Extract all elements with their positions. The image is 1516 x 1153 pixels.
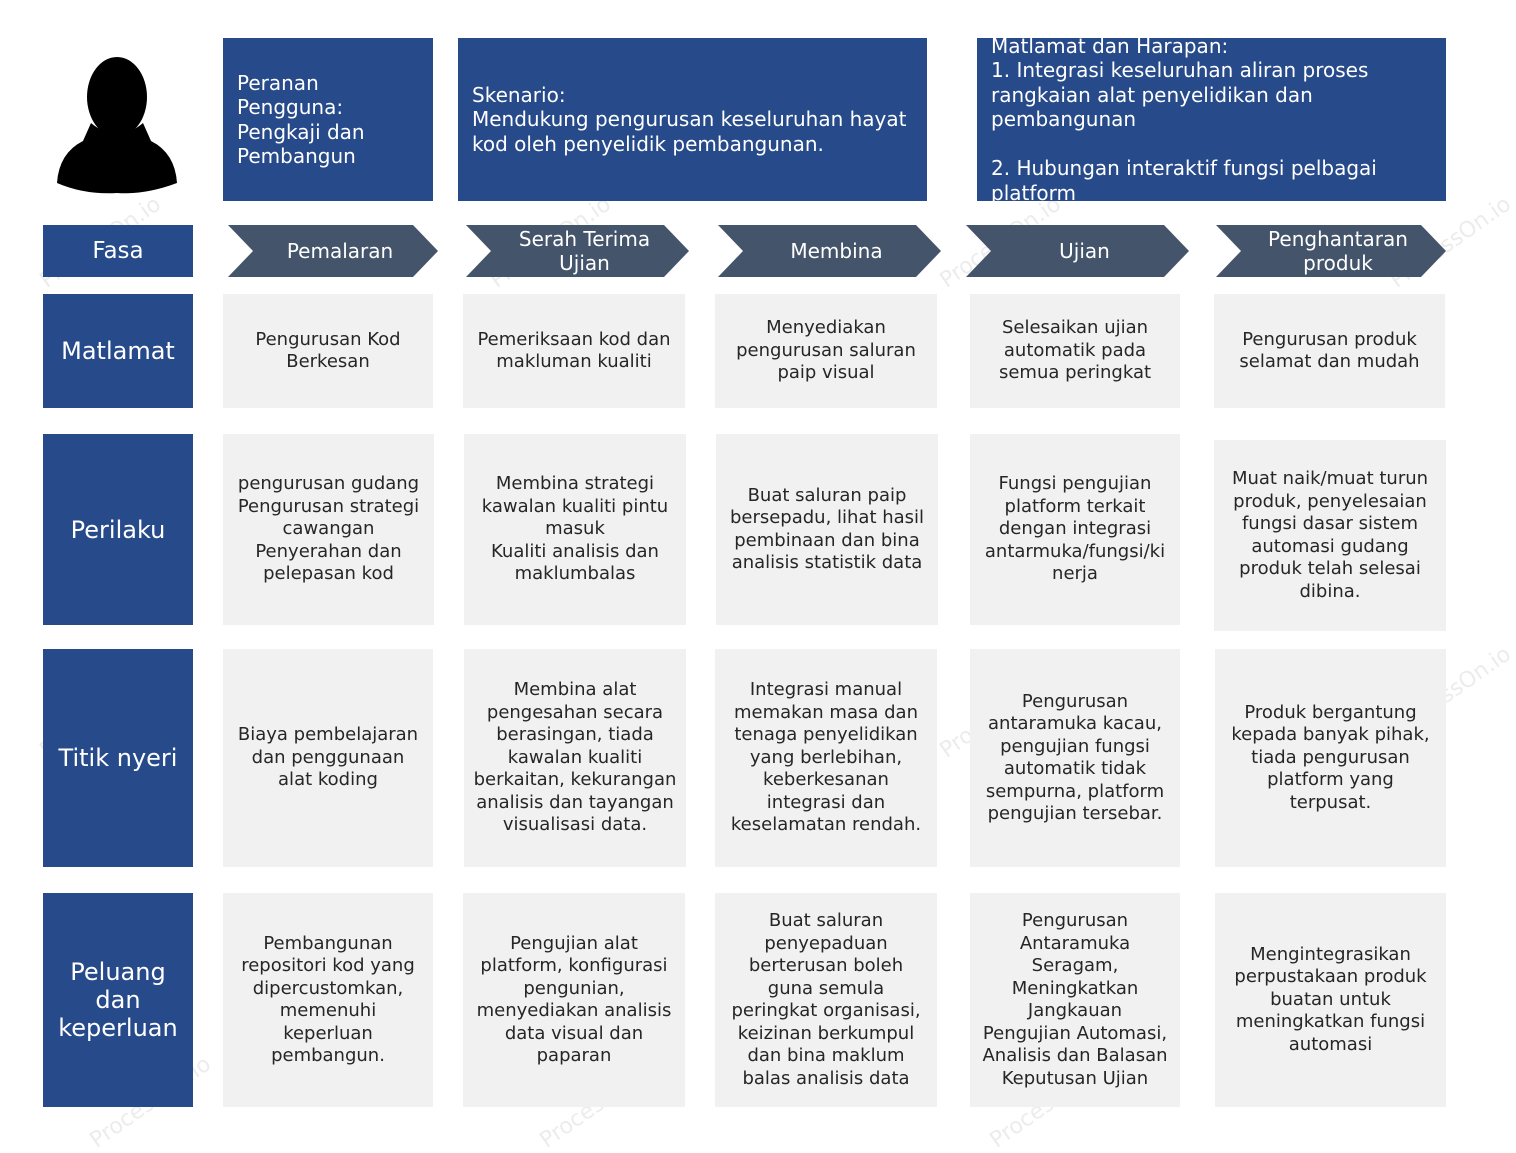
- opportunity-cell: Mengintegrasikan perpustakaan produk bua…: [1215, 893, 1446, 1107]
- phase-chevron: Penghantaran produk: [1216, 225, 1446, 277]
- user-role-text: Peranan Pengguna: Pengkaji dan Pembangun: [237, 70, 365, 169]
- row-label-behavior-text: Perilaku: [70, 515, 166, 544]
- behavior-cell: Buat saluran paip bersepadu, lihat hasil…: [716, 434, 938, 625]
- phase-label: Ujian: [1059, 239, 1110, 263]
- user-role-box: Peranan Pengguna: Pengkaji dan Pembangun: [223, 38, 433, 201]
- row-label-pain-text: Titik nyeri: [58, 744, 178, 772]
- phase-chevron: Ujian: [966, 225, 1189, 277]
- pain-cell: Biaya pembelajaran dan penggunaan alat k…: [223, 649, 433, 867]
- goal-cell: Pengurusan Kod Berkesan: [223, 294, 433, 408]
- behavior-cell: Membina strategi kawalan kualiti pintu m…: [464, 434, 686, 625]
- opportunity-cell: Pengurusan Antaramuka Seragam, Meningkat…: [970, 893, 1180, 1107]
- user-silhouette-icon: [55, 45, 180, 195]
- row-label-pain: Titik nyeri: [43, 649, 193, 867]
- opportunity-cell: Buat saluran penyepaduan berterusan bole…: [715, 893, 937, 1107]
- phase-label: Membina: [790, 239, 883, 263]
- goal-cell: Pengurusan produk selamat dan mudah: [1214, 294, 1445, 408]
- row-label-phase-text: Fasa: [92, 238, 144, 264]
- behavior-cell: Fungsi pengujian platform terkait dengan…: [970, 434, 1180, 625]
- goals-expectations-text: Matlamat dan Harapan: 1. Integrasi kesel…: [991, 33, 1377, 205]
- behavior-cell: Muat naik/muat turun produk, penyelesaia…: [1214, 440, 1446, 631]
- phase-label: Pemalaran: [286, 239, 394, 263]
- pain-cell: Integrasi manual memakan masa dan tenaga…: [715, 649, 937, 867]
- pain-cell: Membina alat pengesahan secara berasinga…: [464, 649, 686, 867]
- row-label-opportunity-text: Peluang dan keperluan: [58, 958, 178, 1042]
- goal-cell: Pemeriksaan kod dan makluman kualiti: [463, 294, 685, 408]
- phase-chevron: Membina: [718, 225, 941, 277]
- goals-expectations-box: Matlamat dan Harapan: 1. Integrasi kesel…: [977, 34, 1446, 205]
- behavior-cell: pengurusan gudang Pengurusan strategi ca…: [223, 434, 434, 625]
- row-label-behavior: Perilaku: [43, 434, 193, 625]
- scenario-text: Skenario: Mendukung pengurusan keseluruh…: [472, 82, 907, 156]
- row-label-goal-text: Matlamat: [61, 337, 175, 365]
- pain-cell: Produk bergantung kepada banyak pihak, t…: [1215, 649, 1446, 867]
- phase-chevron: Serah Terima Ujian: [466, 225, 689, 277]
- phase-label: Penghantaran produk: [1268, 227, 1408, 275]
- scenario-box: Skenario: Mendukung pengurusan keseluruh…: [458, 38, 927, 201]
- row-label-opportunity: Peluang dan keperluan: [43, 893, 193, 1107]
- phase-chevron: Pemalaran: [228, 225, 438, 277]
- pain-cell: Pengurusan antaramuka kacau, pengujian f…: [970, 649, 1180, 867]
- opportunity-cell: Pembangunan repositori kod yang dipercus…: [223, 893, 433, 1107]
- opportunity-cell: Pengujian alat platform, konfigurasi pen…: [463, 893, 685, 1107]
- goal-cell: Menyediakan pengurusan saluran paip visu…: [715, 294, 937, 408]
- row-label-goal: Matlamat: [43, 294, 193, 408]
- goal-cell: Selesaikan ujian automatik pada semua pe…: [970, 294, 1180, 408]
- phase-label: Serah Terima Ujian: [518, 227, 651, 275]
- row-label-phase: Fasa: [43, 225, 193, 277]
